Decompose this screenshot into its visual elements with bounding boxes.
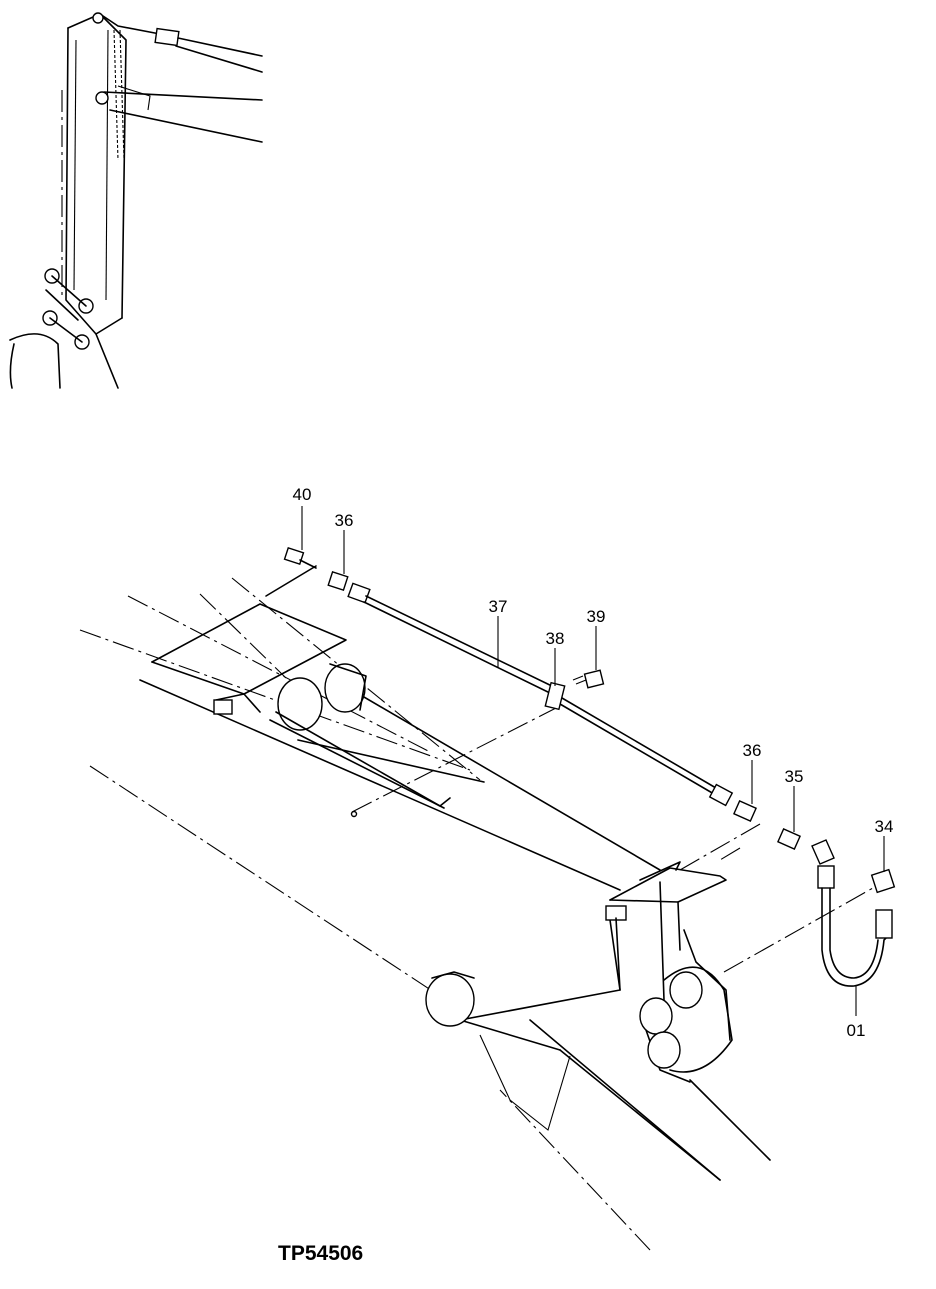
drawing-code: TP54506 [278, 1242, 363, 1265]
callout-39: 39 [587, 607, 606, 626]
callout-01: 01 [847, 1021, 866, 1040]
callout-34: 34 [875, 817, 894, 836]
arm-overview-inset [9, 12, 263, 389]
boom-assembly [79, 577, 881, 1251]
elbow-34-icon [870, 868, 896, 894]
callout-35: 35 [785, 767, 804, 786]
tube-37-icon [347, 582, 734, 807]
callout-40: 40 [293, 485, 312, 504]
hose-01-icon [811, 839, 893, 987]
leader-lines [301, 506, 885, 1016]
clamp-38-icon [544, 681, 566, 711]
fitting-40-icon [283, 546, 317, 569]
hydraulic-line [265, 546, 896, 987]
callout-38: 38 [546, 629, 565, 648]
callout-labels: 40 36 37 38 39 36 35 34 01 [293, 485, 894, 1040]
adapter-35-icon [777, 828, 801, 850]
callout-37: 37 [489, 597, 508, 616]
callout-36-right: 36 [743, 741, 762, 760]
nut-36-left-icon [327, 570, 349, 592]
nut-36-right-icon [733, 800, 757, 822]
callout-36-left: 36 [335, 511, 354, 530]
bolt-39-icon [572, 669, 605, 689]
